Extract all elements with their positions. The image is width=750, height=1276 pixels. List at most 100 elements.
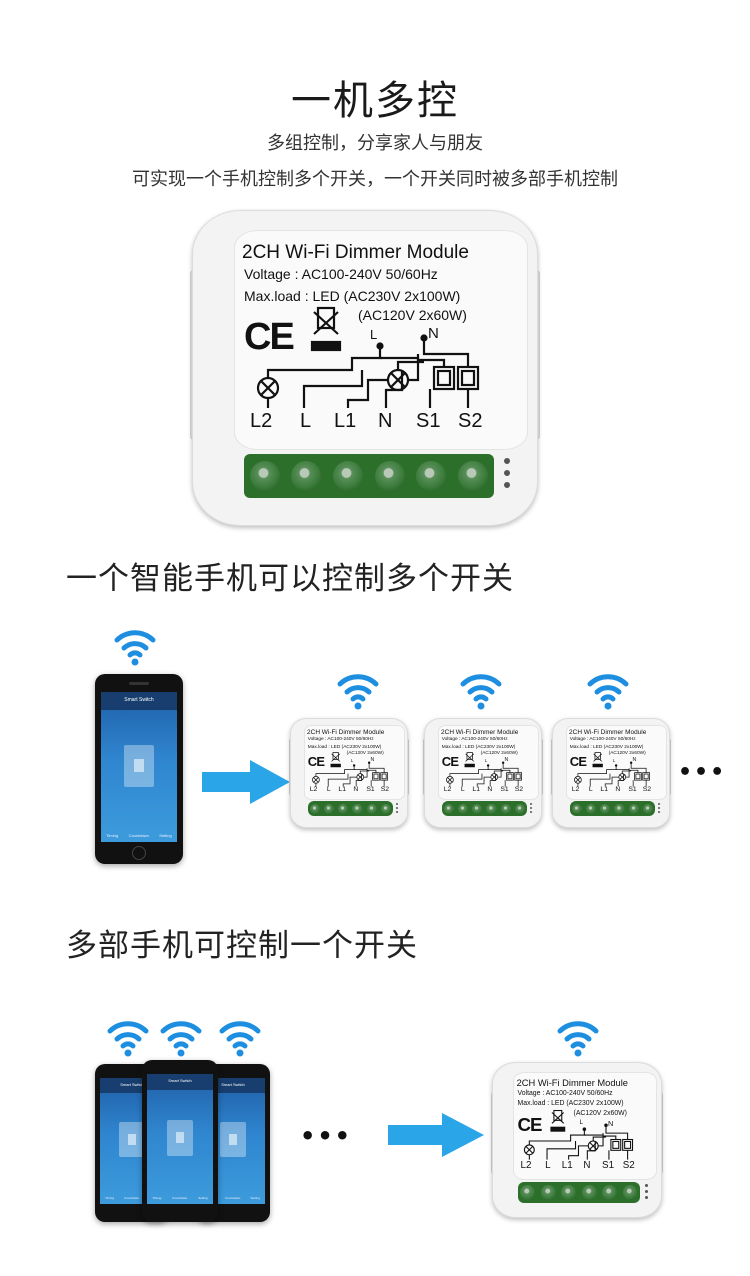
terminal-label: S2	[458, 410, 483, 432]
wire-label-n: N	[428, 325, 439, 342]
terminal-screw	[380, 803, 391, 814]
terminal-screw	[472, 803, 483, 814]
module-maxload-2: (AC120V 2x60W)	[346, 751, 384, 757]
terminal-screw	[585, 803, 597, 814]
module-maxload: Max.load : LED (AC230V 2x100W)	[569, 744, 644, 750]
status-dots	[504, 458, 510, 488]
wire-label-n: N	[504, 757, 509, 764]
terminal-label: L2	[309, 786, 318, 794]
module-label-face	[512, 1071, 658, 1180]
module-maxload-2: (AC120V 2x60W)	[608, 751, 646, 757]
terminal-label: L1	[561, 1160, 573, 1172]
module-maxload-2: (AC120V 2x60W)	[480, 751, 518, 757]
terminal-screw	[309, 803, 320, 814]
terminal-screw	[486, 803, 497, 814]
wiring-diagram	[446, 752, 522, 787]
wire-label-l: L	[350, 757, 354, 763]
arrow-right-icon	[202, 760, 290, 804]
terminal-label: N	[378, 410, 393, 432]
module-maxload-2: (AC120V 2x60W)	[358, 307, 467, 323]
terminal-label: S1	[628, 786, 637, 794]
wifi-icon	[114, 630, 156, 666]
module-title: 2CH Wi-Fi Dimmer Module	[242, 242, 469, 263]
module-maxload: Max.load : LED (AC230V 2x100W)	[517, 1100, 624, 1108]
terminal-block	[307, 801, 393, 817]
terminal-screw	[628, 803, 639, 814]
module-title: 2CH Wi-Fi Dimmer Module	[307, 728, 385, 736]
terminal-label: L	[300, 410, 312, 432]
terminal-screw	[614, 803, 625, 814]
terminal-block	[569, 801, 655, 817]
status-dots	[530, 802, 533, 813]
terminal-label: S2	[380, 786, 390, 794]
terminal-label: L1	[334, 410, 357, 432]
wiring-diagram	[256, 306, 480, 408]
wiring-diagram	[523, 1109, 634, 1160]
ce-mark: CE	[244, 316, 295, 358]
tab-countdown: Countdown	[128, 832, 149, 838]
ce-mark: CE	[569, 754, 587, 770]
terminal-screw	[514, 803, 525, 814]
terminal-screw	[323, 803, 335, 814]
terminal-screw	[249, 461, 280, 491]
module-voltage: Voltage : AC100-240V 50/60Hz	[441, 737, 508, 743]
app-title: Smart Switch	[124, 696, 154, 703]
switch-panel	[123, 744, 155, 787]
terminal-label: L	[460, 786, 465, 794]
terminal-label: L	[326, 786, 331, 794]
module-maxload: Max.load : LED (AC230V 2x100W)	[307, 744, 382, 750]
tab-timing: Timing	[106, 832, 119, 838]
module-maxload: Max.load : LED (AC230V 2x100W)	[441, 744, 516, 750]
terminal-label: L1	[338, 786, 346, 794]
terminal-screw	[443, 803, 454, 814]
module-title: 2CH Wi-Fi Dimmer Module	[441, 728, 519, 736]
section-2-heading: 多部手机可控制一个开关	[66, 928, 418, 964]
terminal-label: N	[487, 786, 493, 794]
terminal-label: L2	[443, 786, 452, 794]
page-title: 一机多控	[291, 78, 459, 124]
wifi-icon	[337, 674, 379, 710]
terminal-label: L	[588, 786, 593, 794]
more-indicator: •••	[300, 1122, 353, 1150]
ce-mark: CE	[307, 754, 325, 770]
terminal-screw	[520, 1185, 536, 1201]
wire-label-l: L	[579, 1119, 583, 1127]
wifi-icon	[160, 1021, 202, 1057]
module-voltage: Voltage : AC100-240V 50/60Hz	[244, 266, 438, 282]
terminal-screw	[457, 803, 469, 814]
terminal-block	[244, 454, 494, 498]
status-dots	[396, 802, 399, 813]
terminal-label: L1	[600, 786, 608, 794]
module-title: 2CH Wi-Fi Dimmer Module	[569, 728, 647, 736]
module-voltage: Voltage : AC100-240V 50/60Hz	[307, 737, 374, 743]
terminal-label: L2	[250, 410, 273, 432]
terminal-label: L2	[571, 786, 580, 794]
terminal-screw	[291, 461, 322, 491]
module-label-face	[438, 724, 539, 800]
terminal-label: L1	[472, 786, 480, 794]
wiring-diagram	[574, 752, 650, 787]
terminal-label: L	[545, 1160, 551, 1172]
terminal-screw	[374, 461, 405, 491]
tab-setting: Setting	[159, 832, 172, 838]
terminal-screw	[352, 803, 363, 814]
module-maxload: Max.load : LED (AC230V 2x100W)	[244, 288, 461, 304]
module-title: 2CH Wi-Fi Dimmer Module	[516, 1077, 628, 1088]
wire-label-l: L	[612, 757, 616, 763]
status-dots	[645, 1183, 649, 1199]
terminal-label: N	[583, 1160, 591, 1172]
section-1-heading: 一个智能手机可以控制多个开关	[66, 561, 514, 597]
terminal-screw	[642, 803, 653, 814]
terminal-screw	[338, 803, 349, 814]
terminal-screw	[622, 1185, 638, 1201]
arrow-right-icon	[388, 1113, 484, 1157]
wifi-icon	[107, 1021, 149, 1057]
terminal-screw	[600, 803, 611, 814]
terminal-label: S1	[602, 1160, 615, 1172]
wire-label-l: L	[484, 757, 488, 763]
terminal-label: S2	[642, 786, 652, 794]
